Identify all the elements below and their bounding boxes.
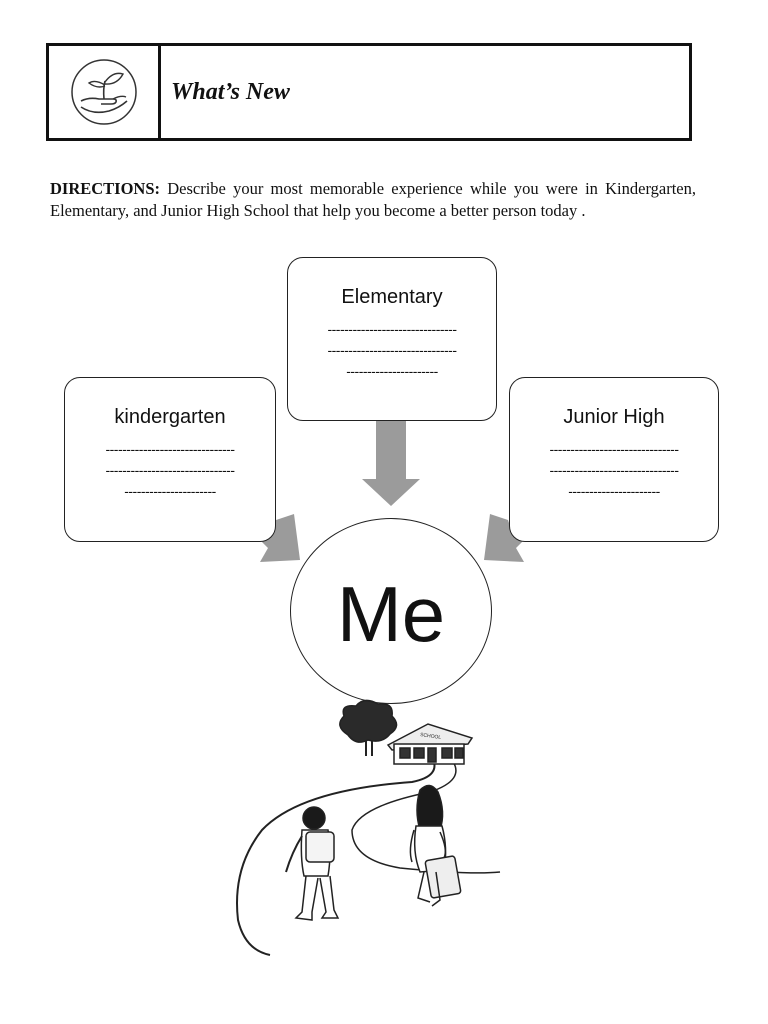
directions-text: Describe your most memorable experience …: [50, 179, 696, 220]
arrow-kindergarten-to-me: [260, 514, 300, 562]
directions-paragraph: DIRECTIONS: Describe your most memorable…: [50, 178, 696, 222]
section-header: What’s New: [46, 43, 692, 141]
writing-line: -------------------------------: [327, 321, 457, 337]
writing-line: ----------------------: [124, 483, 216, 499]
writing-line: -------------------------------: [327, 342, 457, 358]
box-junior-high-label: Junior High: [563, 406, 665, 428]
writing-line: -------------------------------: [549, 441, 679, 457]
header-icon-cell: [49, 46, 161, 138]
section-title: What’s New: [171, 78, 290, 105]
writing-line: -------------------------------: [549, 462, 679, 478]
me-label: Me: [336, 569, 446, 658]
box-kindergarten: kindergarten ---------------------------…: [64, 377, 276, 542]
box-kindergarten-label: kindergarten: [114, 406, 226, 428]
children-walking-to-school-illustration: SCHOOL: [236, 699, 501, 956]
arrow-elementary-to-me: [362, 421, 420, 506]
arrow-juniorhigh-to-me: [484, 514, 524, 562]
box-junior-high: Junior High ----------------------------…: [509, 377, 719, 542]
writing-line: ----------------------: [346, 363, 438, 379]
directions-label: DIRECTIONS:: [50, 179, 161, 198]
box-elementary-label: Elementary: [341, 286, 443, 308]
box-elementary: Elementary -----------------------------…: [287, 257, 497, 421]
hand-with-seedling-icon: [70, 59, 137, 125]
writing-line: -------------------------------: [105, 441, 235, 457]
writing-line: -------------------------------: [105, 462, 235, 478]
school-sign-text: SCHOOL: [420, 732, 442, 741]
me-circle: Me: [290, 518, 492, 704]
writing-line: ----------------------: [568, 483, 660, 499]
